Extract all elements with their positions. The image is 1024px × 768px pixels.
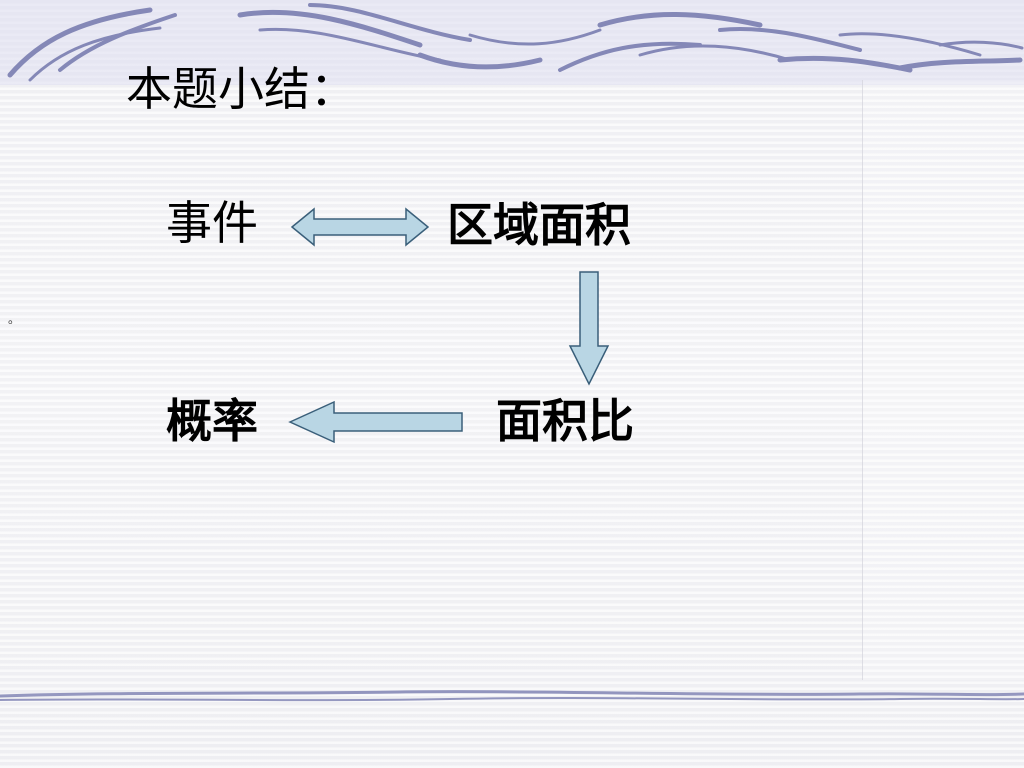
right-side-panel <box>862 80 1024 680</box>
bottom-decorative-band <box>0 690 1024 702</box>
node-event: 事件 <box>166 196 258 250</box>
down-arrow-area-ratio <box>568 271 610 386</box>
left-arrow-ratio-probability <box>288 400 463 444</box>
side-mark: 。 <box>8 312 21 326</box>
double-arrow-event-area <box>290 207 430 247</box>
node-area-ratio: 面积比 <box>496 394 634 448</box>
top-decorative-band <box>0 0 1024 85</box>
node-probability: 概率 <box>166 394 258 448</box>
node-region-area: 区域面积 <box>447 198 631 252</box>
page-title: 本题小结： <box>126 62 356 116</box>
